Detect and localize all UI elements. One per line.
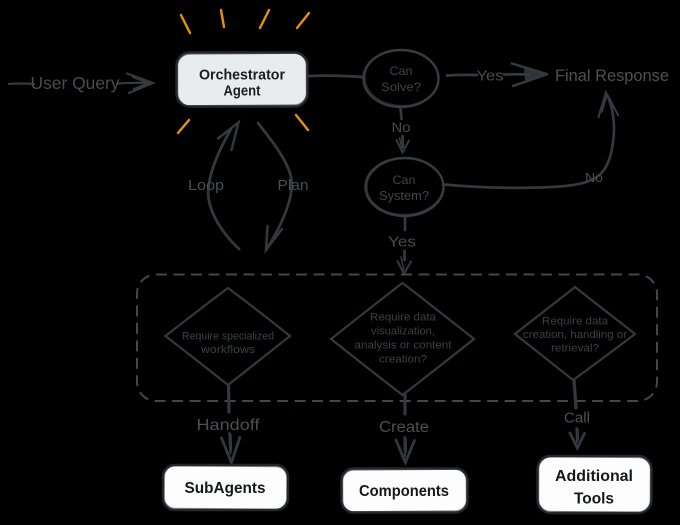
svg-text:workflows: workflows <box>200 344 256 356</box>
svg-text:Solve?: Solve? <box>381 80 421 94</box>
svg-text:Yes: Yes <box>477 68 504 85</box>
svg-text:No: No <box>392 119 411 135</box>
svg-text:creation?: creation? <box>379 354 427 366</box>
svg-text:Orchestrator: Orchestrator <box>199 67 285 84</box>
svg-text:analysis or content: analysis or content <box>355 340 452 352</box>
svg-text:Call: Call <box>564 410 590 427</box>
svg-text:Yes: Yes <box>388 234 416 251</box>
svg-text:Plan: Plan <box>278 177 309 194</box>
svg-text:creation, handling or: creation, handling or <box>523 329 627 341</box>
svg-text:retrieval?: retrieval? <box>551 343 599 355</box>
svg-text:Final Response: Final Response <box>555 66 669 85</box>
svg-text:visualization,: visualization, <box>371 326 435 338</box>
svg-text:Agent: Agent <box>224 83 261 100</box>
svg-text:Require specialized: Require specialized <box>182 331 274 343</box>
svg-text:Can: Can <box>393 173 416 187</box>
svg-text:Create: Create <box>379 419 429 436</box>
svg-text:System?: System? <box>379 189 429 203</box>
svg-text:Handoff: Handoff <box>197 417 261 434</box>
svg-text:SubAgents: SubAgents <box>185 480 266 497</box>
svg-text:Additional: Additional <box>555 468 633 485</box>
svg-text:Can: Can <box>390 64 413 78</box>
svg-text:User Query: User Query <box>31 73 120 93</box>
svg-text:No: No <box>585 170 603 185</box>
svg-text:Tools: Tools <box>574 491 614 508</box>
svg-text:Loop: Loop <box>188 177 224 194</box>
svg-text:Require data: Require data <box>370 312 437 324</box>
svg-text:Require data: Require data <box>542 316 609 328</box>
svg-text:Components: Components <box>359 483 449 500</box>
